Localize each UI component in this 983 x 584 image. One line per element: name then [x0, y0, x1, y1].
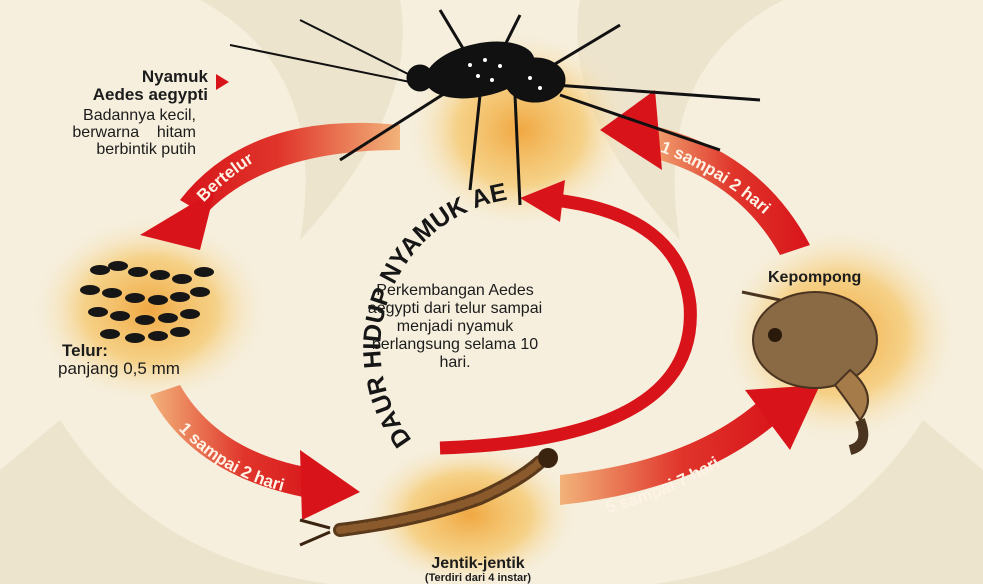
- egg-label: Telur: panjang 0,5 mm: [62, 342, 180, 378]
- larva-label-note: (Terdiri dari 4 instar): [398, 573, 558, 584]
- mosquito-name: Nyamuk Aedes aegypti: [60, 68, 208, 104]
- larva-label-title: Jentik-jentik: [398, 556, 558, 573]
- mosquito-pointer: [216, 74, 229, 90]
- arrow-larva-to-pupa: [560, 385, 820, 505]
- egg-label-size: panjang 0,5 mm: [58, 360, 180, 378]
- center-description: Perkembangan Aedes aegypti dari telur sa…: [330, 282, 580, 372]
- larva-label: Jentik-jentik (Terdiri dari 4 instar): [398, 556, 558, 584]
- center-line2: aegypti dari telur sampai: [330, 300, 580, 318]
- center-line3: menjadi nyamuk: [330, 318, 580, 336]
- center-line5: hari.: [330, 354, 580, 372]
- mosquito-desc-line1: Badannya kecil,: [20, 108, 196, 125]
- mosquito-description: Badannya kecil, berwarna hitam berbintik…: [20, 108, 196, 158]
- arrow-egg-to-larva: [150, 385, 360, 520]
- mosquito-desc-line2: berwarna hitam: [20, 125, 196, 142]
- mosquito-desc-line3: berbintik putih: [20, 142, 196, 159]
- center-line1: Perkembangan Aedes: [330, 282, 580, 300]
- pupa-label: Kepompong: [768, 270, 861, 287]
- egg-label-title: Telur:: [62, 342, 180, 360]
- label-egg-to-larva: 1 sampai 2 hari: [175, 419, 286, 495]
- mosquito-name-line1: Nyamuk: [60, 68, 208, 86]
- center-line4: berlangsung selama 10: [330, 336, 580, 354]
- mosquito-name-line2: Aedes aegypti: [60, 86, 208, 104]
